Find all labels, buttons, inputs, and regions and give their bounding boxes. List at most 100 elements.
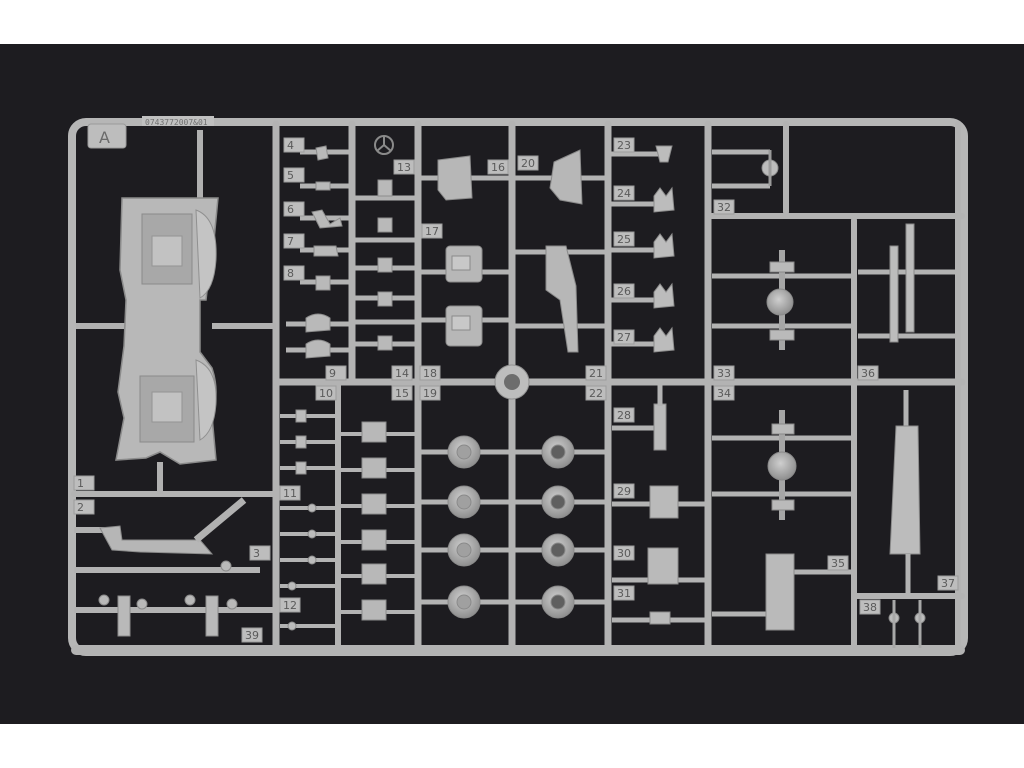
part-number-tag: 23 — [613, 137, 635, 153]
part-number: 12 — [283, 599, 297, 612]
sprue-letter-tag: A — [87, 123, 127, 149]
part-number-tag: 27 — [613, 329, 635, 345]
part-number-tag: 2 — [73, 499, 95, 515]
part-number: 18 — [423, 367, 437, 380]
axle-parts — [712, 250, 854, 520]
part-number: 34 — [717, 387, 731, 400]
top-right-parts — [712, 149, 779, 189]
part-number: 13 — [397, 161, 411, 174]
part-number: 14 — [395, 367, 409, 380]
part-number: 25 — [617, 233, 631, 246]
part-number: 3 — [253, 547, 260, 560]
part-number-tag: 38 — [859, 599, 881, 615]
part-number: 26 — [617, 285, 631, 298]
part-number-tag: 12 — [279, 597, 301, 613]
part-number-tag: 19 — [419, 385, 441, 401]
part-number-tag: 5 — [283, 167, 305, 183]
small-parts-column-a — [286, 145, 352, 359]
part-number-layer: 1234567891011121314151617181920212223242… — [73, 137, 959, 643]
part-number-tag: 36 — [857, 365, 879, 381]
box-parts — [338, 421, 418, 621]
part-number-tag: 37 — [937, 575, 959, 591]
part-number-tag: 15 — [391, 385, 413, 401]
part-number-tag: 13 — [393, 159, 415, 175]
part-number: 17 — [425, 225, 439, 238]
part-number-tag: 33 — [713, 365, 735, 381]
part-number-tag: 22 — [585, 385, 607, 401]
part-number: 29 — [617, 485, 631, 498]
part-number: 4 — [287, 139, 294, 152]
part-number: 11 — [283, 487, 297, 500]
part-number-tag: 31 — [613, 585, 635, 601]
part-number-tag: 24 — [613, 185, 635, 201]
part-number: 23 — [617, 139, 631, 152]
large-box-part — [712, 553, 854, 631]
part-number: 32 — [717, 201, 731, 214]
part-number: 33 — [717, 367, 731, 380]
part-number: 35 — [831, 557, 845, 570]
part-number: 5 — [287, 169, 294, 182]
part-number: 24 — [617, 187, 631, 200]
part-number-tag: 10 — [315, 385, 337, 401]
part-number-tag: 16 — [487, 159, 509, 175]
part-number-tag: 3 — [249, 545, 271, 561]
sprue-code: 0743772007&01 — [145, 118, 208, 127]
part-number-tag: 4 — [283, 137, 305, 153]
part-number: 1 — [77, 477, 84, 490]
part-number: 19 — [423, 387, 437, 400]
small-parts-column-e — [612, 382, 708, 625]
part-number-tag: 35 — [827, 555, 849, 571]
part-number: 20 — [521, 157, 535, 170]
part-number-tag: 9 — [325, 365, 347, 381]
small-parts-column-d — [280, 409, 338, 631]
part-number-tag: 18 — [419, 365, 441, 381]
part-number-tag: 29 — [613, 483, 635, 499]
part-number: 8 — [287, 267, 294, 280]
part-number: 15 — [395, 387, 409, 400]
part-number: 7 — [287, 235, 294, 248]
part-number-tag: 39 — [241, 627, 263, 643]
part-number-tag: 21 — [585, 365, 607, 381]
small-parts-column-c — [608, 145, 675, 353]
part-number-tag: 17 — [421, 223, 443, 239]
right-column-parts — [858, 223, 958, 648]
part-number-tag: 26 — [613, 283, 635, 299]
part-number-tag: 32 — [713, 199, 735, 215]
body-panels — [418, 149, 608, 353]
sprue-hub — [494, 364, 530, 400]
part-number-tag: 14 — [391, 365, 413, 381]
chassis-part — [76, 130, 276, 494]
part-number: 31 — [617, 587, 631, 600]
sprue-letter: A — [99, 128, 110, 147]
sprue-code-tag: 0743772007&01 — [142, 116, 214, 127]
part-number: 10 — [319, 387, 333, 400]
part-number: 2 — [77, 501, 84, 514]
part-number: 22 — [589, 387, 603, 400]
part-number-tag: 25 — [613, 231, 635, 247]
part-number-tag: 28 — [613, 407, 635, 423]
part-number-tag: 7 — [283, 233, 305, 249]
small-parts-column-b — [352, 135, 418, 351]
sprue-inner-runners — [71, 120, 966, 655]
part-number-tag: 34 — [713, 385, 735, 401]
part-number: 38 — [863, 601, 877, 614]
part-number-tag: 11 — [279, 485, 301, 501]
part-number: 30 — [617, 547, 631, 560]
part-number: 9 — [329, 367, 336, 380]
left-bottom-parts — [74, 497, 276, 637]
part-number: 6 — [287, 203, 294, 216]
part-number: 16 — [491, 161, 505, 174]
part-number: 28 — [617, 409, 631, 422]
part-number: 27 — [617, 331, 631, 344]
part-number: 37 — [941, 577, 955, 590]
part-number-tag: 6 — [283, 201, 305, 217]
part-number-tag: 30 — [613, 545, 635, 561]
part-number: 36 — [861, 367, 875, 380]
part-number-tag: 1 — [73, 475, 95, 491]
part-number-tag: 8 — [283, 265, 305, 281]
part-number-tag: 20 — [517, 155, 539, 171]
part-number: 39 — [245, 629, 259, 642]
part-number: 21 — [589, 367, 603, 380]
